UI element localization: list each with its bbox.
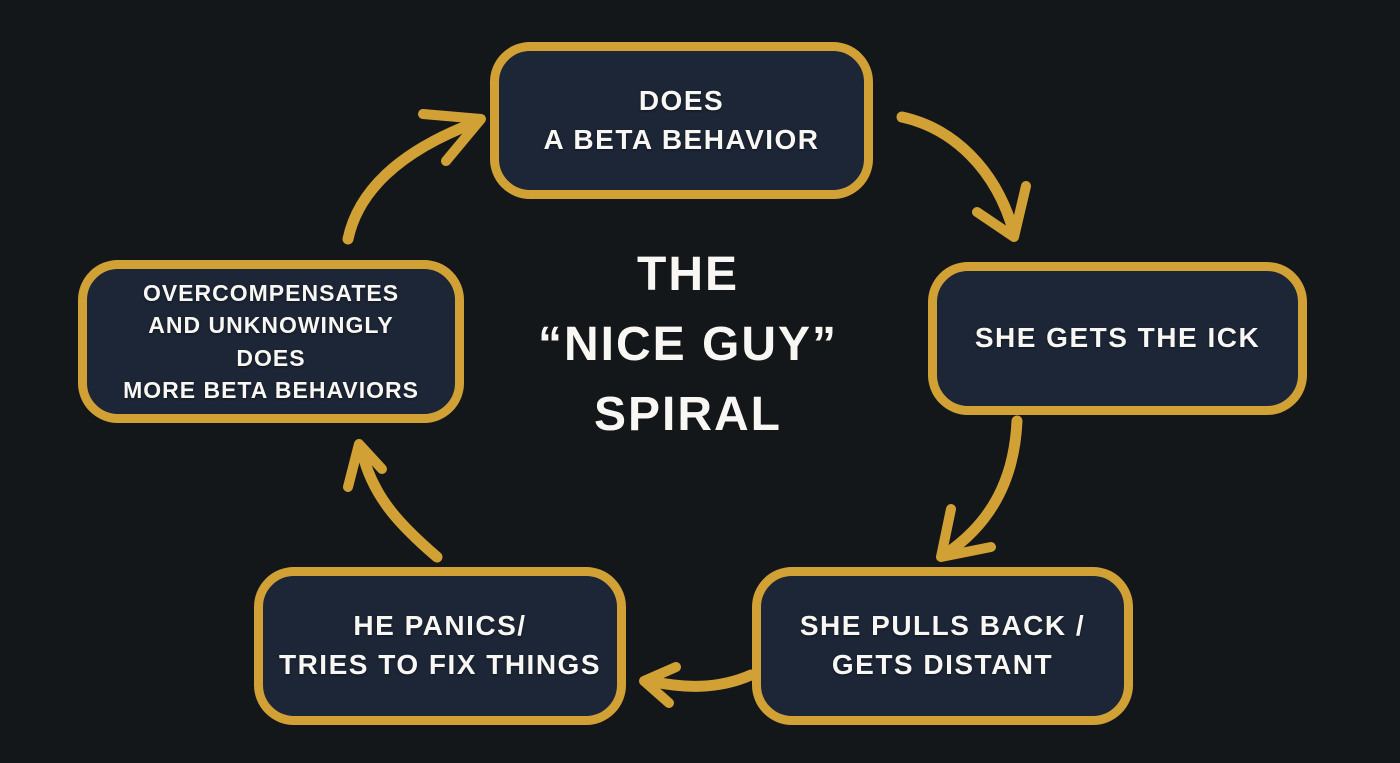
arrow-bottom-right-to-bottom-left-icon bbox=[639, 662, 757, 708]
diagram-title: THE “NICE GUY” SPIRAL bbox=[488, 240, 888, 450]
arrow-top-to-right-icon bbox=[896, 111, 1031, 242]
node-does-beta-behavior: DOES A BETA BEHAVIOR bbox=[490, 42, 873, 199]
node-overcompensates: OVERCOMPENSATES AND UNKNOWINGLY DOES MOR… bbox=[78, 260, 464, 423]
node-label: OVERCOMPENSATES AND UNKNOWINGLY DOES MOR… bbox=[123, 280, 419, 403]
node-label: HE PANICS/ TRIES TO FIX THINGS bbox=[278, 610, 601, 680]
arrow-bottom-left-to-left-icon bbox=[343, 439, 443, 563]
node-label: SHE PULLS BACK / GETS DISTANT bbox=[799, 610, 1086, 680]
node-he-panics: HE PANICS/ TRIES TO FIX THINGS bbox=[254, 567, 626, 725]
arrow-left-to-top-icon bbox=[342, 109, 486, 245]
arrow-right-to-bottom-right-icon bbox=[936, 415, 1023, 562]
node-label: DOES A BETA BEHAVIOR bbox=[543, 84, 820, 155]
node-she-gets-the-ick: SHE GETS THE ICK bbox=[928, 262, 1307, 415]
title-line-1: THE bbox=[637, 248, 739, 301]
title-line-2: “NICE GUY” bbox=[537, 318, 839, 372]
node-label: SHE GETS THE ICK bbox=[974, 322, 1261, 354]
node-she-pulls-back: SHE PULLS BACK / GETS DISTANT bbox=[752, 567, 1133, 725]
title-line-3: SPIRAL bbox=[593, 388, 782, 442]
